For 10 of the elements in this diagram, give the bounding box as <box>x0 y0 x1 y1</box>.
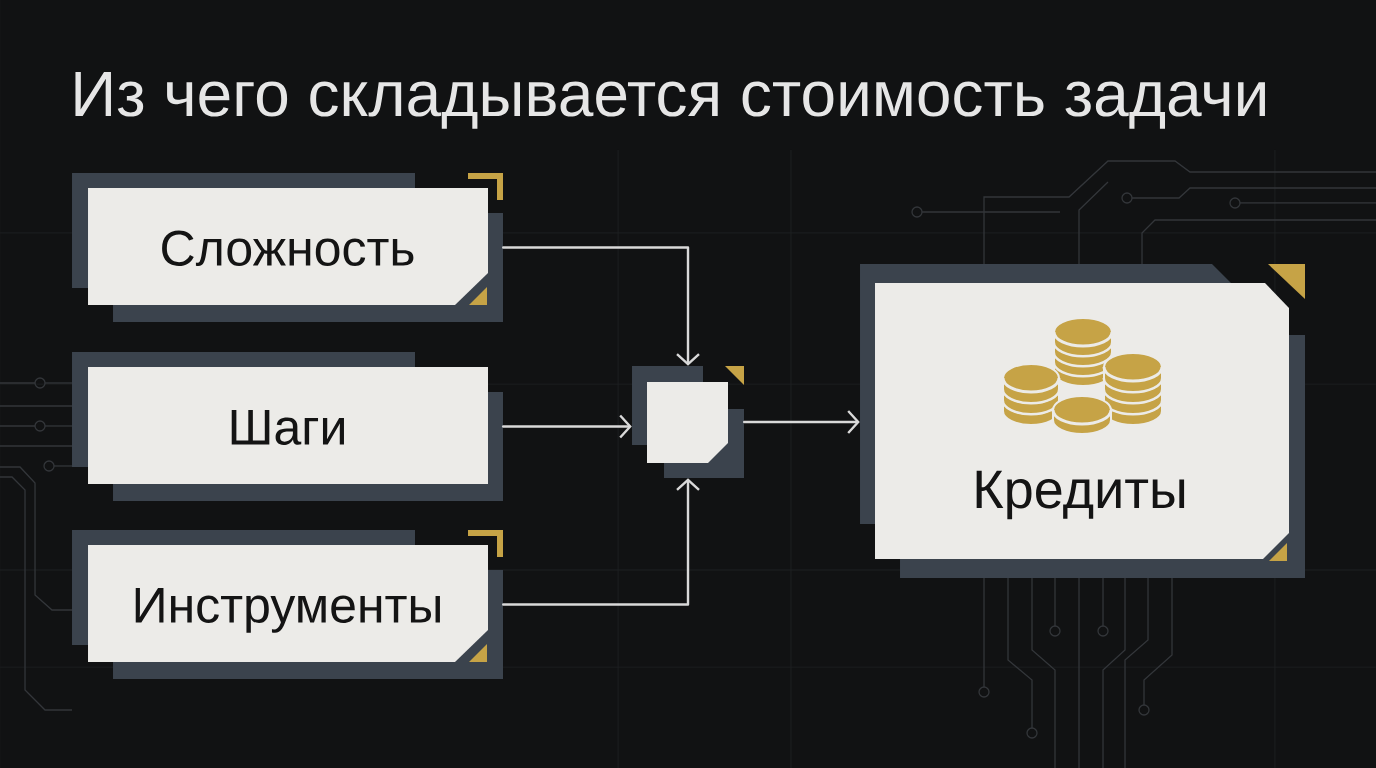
result-box: Кредиты <box>860 264 1305 578</box>
process-box: Шаги <box>72 352 503 501</box>
title: Из чего складывается стоимость задачи <box>75 71 1265 129</box>
arrow <box>502 414 632 439</box>
arrow <box>743 410 860 434</box>
process-box: Инструменты <box>72 530 503 679</box>
arrow <box>502 478 700 606</box>
process-box: Сложность <box>72 173 503 322</box>
arrow <box>502 246 700 366</box>
junction-box <box>632 366 744 478</box>
